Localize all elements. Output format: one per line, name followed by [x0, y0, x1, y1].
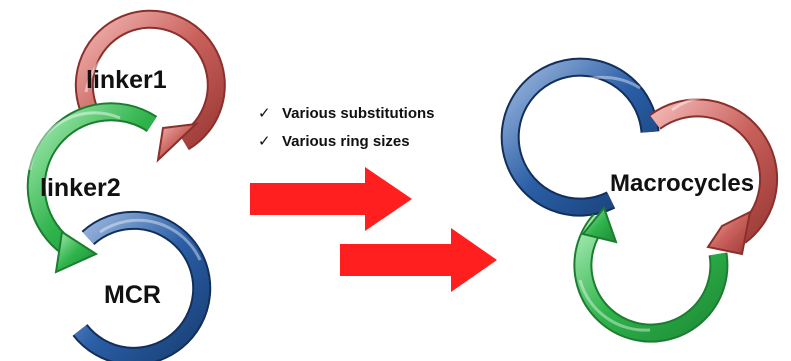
arrow-upper: [250, 167, 412, 231]
note-check-1: ✓: [258, 105, 271, 122]
note-check-2: ✓: [258, 133, 271, 150]
macro-green-ring: [573, 205, 729, 343]
macro-blue-ring: [500, 57, 660, 217]
arrow-lower: [340, 228, 497, 292]
macrocycles-label: Macrocycles: [610, 170, 754, 197]
linker2-arrowhead: [54, 230, 99, 274]
conditions-list: ✓ Various substitutions ✓ Various ring s…: [258, 105, 435, 150]
note-text-2: Various ring sizes: [282, 133, 410, 150]
linker1-ring: [74, 9, 226, 163]
linker1-label: linker1: [86, 66, 167, 94]
note-text-1: Various substitutions: [282, 105, 435, 122]
mcr-ring: [72, 210, 212, 361]
macro-green-arrowhead: [581, 205, 618, 244]
linker2-label: linker2: [40, 174, 121, 202]
macro-red-ring: [649, 95, 779, 256]
macro-red-arrowhead: [706, 210, 752, 256]
mcr-label: MCR: [104, 281, 161, 309]
linker1-arrowhead: [156, 122, 199, 163]
linker2-ring: [26, 102, 158, 274]
